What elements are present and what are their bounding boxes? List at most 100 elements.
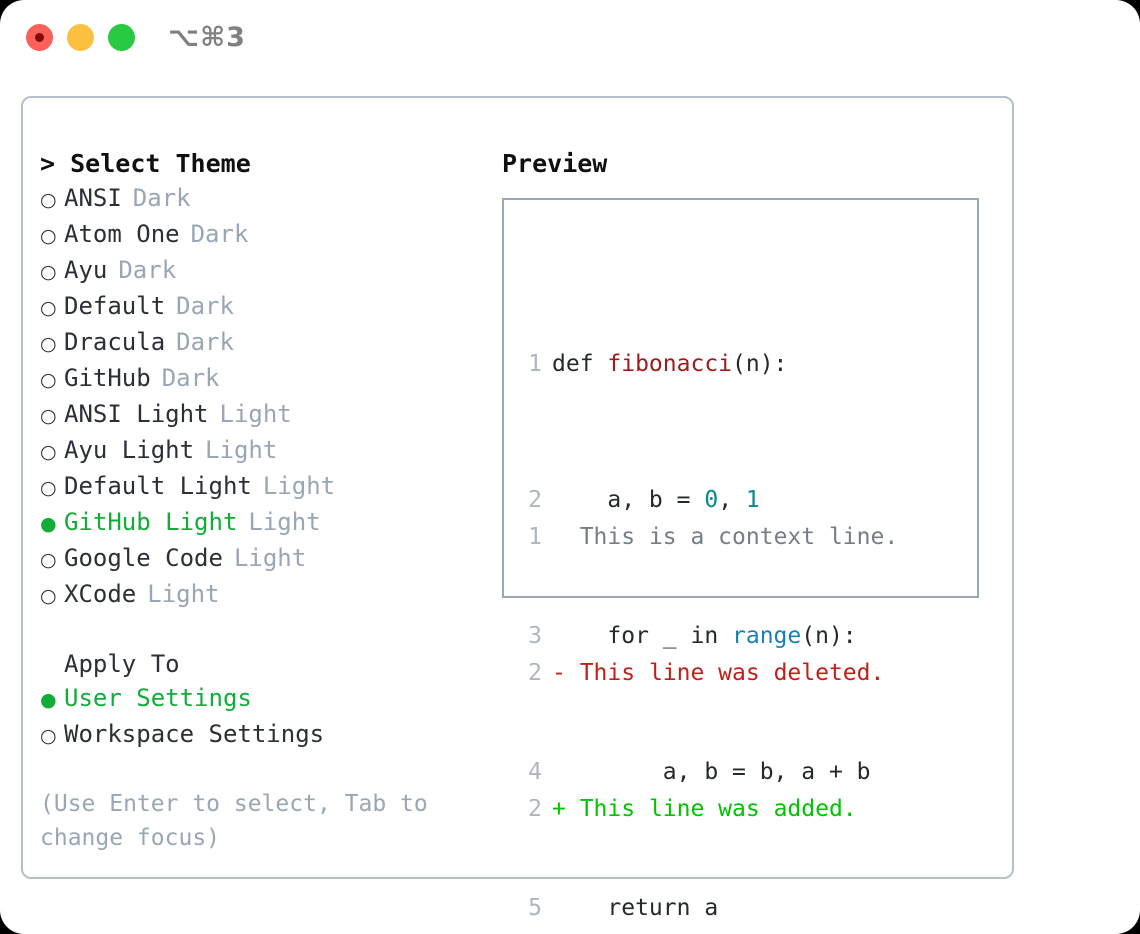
code-line: 3 for _ in range(n): bbox=[520, 619, 871, 653]
theme-list-item[interactable]: ○ Google Code Light bbox=[40, 541, 480, 577]
radio-icon-selected[interactable]: ● bbox=[40, 689, 57, 711]
select-theme-title: Select Theme bbox=[70, 149, 251, 178]
theme-kind-badge: Light bbox=[219, 400, 292, 428]
line-number: 1 bbox=[528, 351, 542, 377]
code-token: (n): bbox=[732, 351, 788, 377]
radio-icon[interactable]: ○ bbox=[40, 549, 57, 571]
code-line: 2 a, b = 0, 1 bbox=[520, 483, 871, 517]
radio-icon[interactable]: ○ bbox=[40, 297, 57, 319]
theme-list-item[interactable]: ○ Atom One Dark bbox=[40, 217, 480, 253]
close-button-icon[interactable] bbox=[26, 24, 53, 51]
diff-text: This line was deleted. bbox=[565, 660, 885, 686]
code-token-number: 0 bbox=[704, 487, 719, 513]
diff-sample: 1 This is a context line. 2- This line w… bbox=[520, 418, 898, 928]
apply-to-option-user-settings[interactable]: ● User Settings bbox=[40, 681, 480, 717]
theme-list-item-selected[interactable]: ● GitHub Light Light bbox=[40, 505, 480, 541]
theme-kind-badge: Dark bbox=[190, 220, 249, 248]
radio-icon[interactable]: ○ bbox=[40, 189, 57, 211]
theme-name: Ayu bbox=[64, 256, 108, 284]
theme-kind-badge: Light bbox=[147, 580, 220, 608]
theme-kind-badge: Light bbox=[233, 544, 307, 572]
prompt-marker: > bbox=[40, 149, 56, 178]
theme-list-item[interactable]: ○ ANSI Light Light bbox=[40, 397, 480, 433]
keyboard-shortcut-label: ⌥⌘3 bbox=[168, 22, 246, 53]
diff-line-deleted: 2- This line was deleted. bbox=[520, 656, 898, 690]
theme-name: Default Light bbox=[64, 472, 252, 500]
main-panel: > Select Theme ○ ANSI Dark ○ Atom One Da… bbox=[21, 96, 1014, 921]
radio-icon[interactable]: ○ bbox=[40, 369, 57, 391]
code-token-builtin: range bbox=[732, 623, 802, 649]
theme-name: Atom One bbox=[64, 220, 180, 248]
line-number: 2 bbox=[528, 796, 542, 822]
theme-list-item[interactable]: ○ Ayu Light Light bbox=[40, 433, 480, 469]
code-line: 1 def fibonacci(n): bbox=[520, 347, 871, 381]
apply-to-option-workspace-settings[interactable]: ○ Workspace Settings bbox=[40, 717, 480, 753]
line-number: 2 bbox=[528, 487, 542, 513]
theme-name: Dracula bbox=[64, 328, 166, 356]
line-number: 1 bbox=[528, 524, 542, 550]
code-token: , bbox=[718, 487, 746, 513]
radio-icon[interactable]: ○ bbox=[40, 225, 57, 247]
theme-kind-badge: Dark bbox=[176, 328, 234, 356]
radio-icon[interactable]: ○ bbox=[40, 261, 57, 283]
radio-icon[interactable]: ○ bbox=[40, 405, 57, 427]
radio-icon-selected[interactable]: ● bbox=[40, 513, 57, 535]
code-line: 5 return a bbox=[520, 891, 871, 925]
diff-line-added: 2+ This line was added. bbox=[520, 792, 898, 826]
theme-picker-column: > Select Theme ○ ANSI Dark ○ Atom One Da… bbox=[40, 147, 480, 855]
theme-kind-badge: Light bbox=[262, 472, 336, 500]
diff-text: This is a context line. bbox=[565, 524, 899, 550]
code-token: a, b = bbox=[552, 487, 705, 513]
select-theme-heading: > Select Theme bbox=[40, 147, 480, 181]
radio-icon[interactable]: ○ bbox=[40, 333, 57, 355]
radio-icon[interactable]: ○ bbox=[40, 441, 57, 463]
theme-name: XCode bbox=[64, 580, 137, 608]
minimize-button-icon[interactable] bbox=[67, 24, 94, 51]
radio-icon[interactable]: ○ bbox=[40, 585, 57, 607]
theme-list-item[interactable]: ○ Ayu Dark bbox=[40, 253, 480, 289]
traffic-lights bbox=[26, 24, 135, 51]
diff-marker-plus: + bbox=[552, 796, 566, 822]
theme-list-item[interactable]: ○ GitHub Dark bbox=[40, 361, 480, 397]
keyboard-hint-text: (Use Enter to select, Tab to change focu… bbox=[40, 791, 428, 851]
theme-list-item[interactable]: ○ XCode Light bbox=[40, 577, 480, 613]
theme-name: Ayu Light bbox=[64, 436, 195, 464]
theme-kind-badge: Dark bbox=[132, 184, 191, 212]
apply-to-section: Apply To ● User Settings ○ Workspace Set… bbox=[40, 647, 480, 753]
theme-kind-badge: Light bbox=[205, 436, 278, 464]
theme-list-item[interactable]: ○ ANSI Dark bbox=[40, 181, 480, 217]
code-token-number: 1 bbox=[745, 487, 760, 513]
code-token: for _ in bbox=[552, 623, 733, 649]
theme-name: GitHub Light bbox=[64, 508, 238, 536]
theme-name: ANSI Light bbox=[64, 400, 209, 428]
code-token: (n): bbox=[801, 623, 857, 649]
code-token-function: fibonacci bbox=[607, 351, 733, 377]
line-number: 5 bbox=[528, 895, 542, 921]
line-number: 4 bbox=[528, 759, 542, 785]
code-line: 4 a, b = b, a + b bbox=[520, 755, 870, 789]
theme-list-item[interactable]: ○ Default Dark bbox=[40, 289, 480, 325]
diff-line-context: 1 This is a context line. bbox=[520, 520, 898, 554]
code-token: return a bbox=[552, 895, 719, 921]
code-token: def bbox=[552, 351, 608, 377]
title-bar: ⌥⌘3 bbox=[0, 0, 1140, 78]
apply-to-option-label: Workspace Settings bbox=[64, 720, 325, 748]
theme-name: ANSI bbox=[64, 184, 122, 212]
theme-name: Google Code bbox=[64, 544, 223, 572]
line-number: 3 bbox=[528, 623, 542, 649]
theme-kind-badge: Light bbox=[248, 508, 321, 536]
theme-list: ○ ANSI Dark ○ Atom One Dark ○ Ayu Dark bbox=[40, 181, 480, 613]
theme-name: Default bbox=[64, 292, 166, 320]
maximize-button-icon[interactable] bbox=[108, 24, 135, 51]
line-number: 2 bbox=[528, 660, 542, 686]
theme-list-item[interactable]: ○ Default Light Light bbox=[40, 469, 480, 505]
radio-icon[interactable]: ○ bbox=[40, 725, 57, 747]
theme-kind-badge: Dark bbox=[176, 292, 234, 320]
theme-name: GitHub bbox=[64, 364, 151, 392]
apply-to-option-label: User Settings bbox=[64, 684, 252, 712]
radio-icon[interactable]: ○ bbox=[40, 477, 57, 499]
theme-list-item[interactable]: ○ Dracula Dark bbox=[40, 325, 480, 361]
